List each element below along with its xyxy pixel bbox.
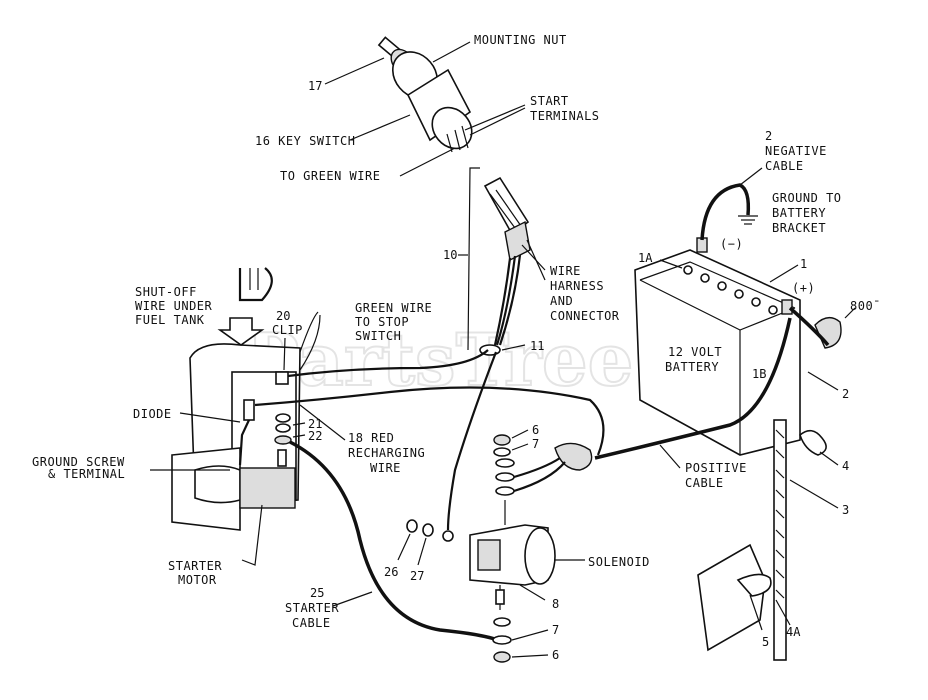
label-ground-3: BRACKET	[772, 221, 826, 235]
label-wire-harness-3: AND	[550, 294, 573, 308]
label-wire-harness-2: HARNESS	[550, 279, 604, 293]
label-wire-harness-1: WIRE	[550, 264, 581, 278]
label-battery-2: BATTERY	[665, 360, 719, 374]
label-5: 5	[762, 635, 769, 649]
label-starter-2: MOTOR	[178, 573, 217, 587]
label-red-wire-3: WIRE	[370, 461, 401, 475]
label-1A: 1A	[638, 251, 653, 265]
label-start-terminals-1: START	[530, 94, 569, 108]
label-2b: 2	[842, 387, 849, 401]
label-red-wire-1: 18 RED	[348, 431, 394, 445]
label-22: 22	[308, 429, 322, 443]
label-wire-harness-4: CONNECTOR	[550, 309, 620, 323]
label-red-wire-2: RECHARGING	[348, 446, 425, 460]
label-battery-1: 12 VOLT	[668, 345, 722, 359]
label-11: 11	[530, 339, 544, 353]
label-to-green-wire: TO GREEN WIRE	[280, 169, 380, 183]
label-clip-num: 20	[276, 309, 290, 323]
label-10: 10	[443, 248, 457, 262]
label-solenoid: SOLENOID	[588, 555, 650, 569]
label-positive-1: POSITIVE	[685, 461, 747, 475]
label-27: 27	[410, 569, 424, 583]
label-ground-1: GROUND TO	[772, 191, 842, 205]
label-7b: 7	[552, 623, 559, 637]
label-ground-screw-2: & TERMINAL	[48, 467, 125, 481]
label-starter-1: STARTER	[168, 559, 222, 573]
label-1: 1	[800, 257, 807, 271]
label-neg-cable-2: CABLE	[765, 159, 804, 173]
watermark: PartsTree TM	[244, 316, 683, 403]
label-green-stop-2: TO STOP	[355, 315, 409, 329]
label-8: 8	[552, 597, 559, 611]
label-key-switch: 16 KEY SWITCH	[255, 134, 355, 148]
label-neg-cable-num: 2	[765, 129, 772, 143]
label-4A: 4A	[786, 625, 801, 639]
label-neg-cable-1: NEGATIVE	[765, 144, 827, 158]
label-ground-screw-1: GROUND SCREW	[32, 455, 125, 469]
label-cable-num: 25	[310, 586, 324, 600]
label-1B: 1B	[752, 367, 766, 381]
key-switch	[377, 36, 473, 153]
battery	[634, 237, 801, 456]
label-4: 4	[842, 459, 849, 473]
label-plus: (+)	[792, 281, 815, 295]
label-6a: 6	[532, 423, 539, 437]
label-minus: (−)	[720, 237, 743, 251]
label-cable-1: STARTER	[285, 601, 339, 615]
label-green-stop-3: SWITCH	[355, 329, 401, 343]
solenoid	[469, 500, 556, 610]
label-800: 800ˉ	[850, 299, 881, 313]
label-shutoff-2: WIRE UNDER	[135, 299, 213, 313]
label-17: 17	[308, 79, 322, 93]
label-ground-2: BATTERY	[772, 206, 826, 220]
label-start-terminals-2: TERMINALS	[530, 109, 600, 123]
wire-harness-connector	[483, 176, 531, 346]
label-3: 3	[842, 503, 849, 517]
label-26: 26	[384, 565, 398, 579]
label-clip: CLIP	[272, 323, 303, 337]
label-6b: 6	[552, 648, 559, 662]
label-shutoff-1: SHUT-OFF	[135, 285, 197, 299]
label-cable-2: CABLE	[292, 616, 331, 630]
label-mounting-nut: MOUNTING NUT	[474, 33, 567, 47]
label-diode: DIODE	[133, 407, 172, 421]
label-green-stop-1: GREEN WIRE	[355, 301, 432, 315]
label-positive-2: CABLE	[685, 476, 724, 490]
label-shutoff-3: FUEL TANK	[135, 313, 205, 327]
engine-block	[171, 343, 301, 531]
label-21: 21	[308, 417, 322, 431]
label-7a: 7	[532, 437, 539, 451]
